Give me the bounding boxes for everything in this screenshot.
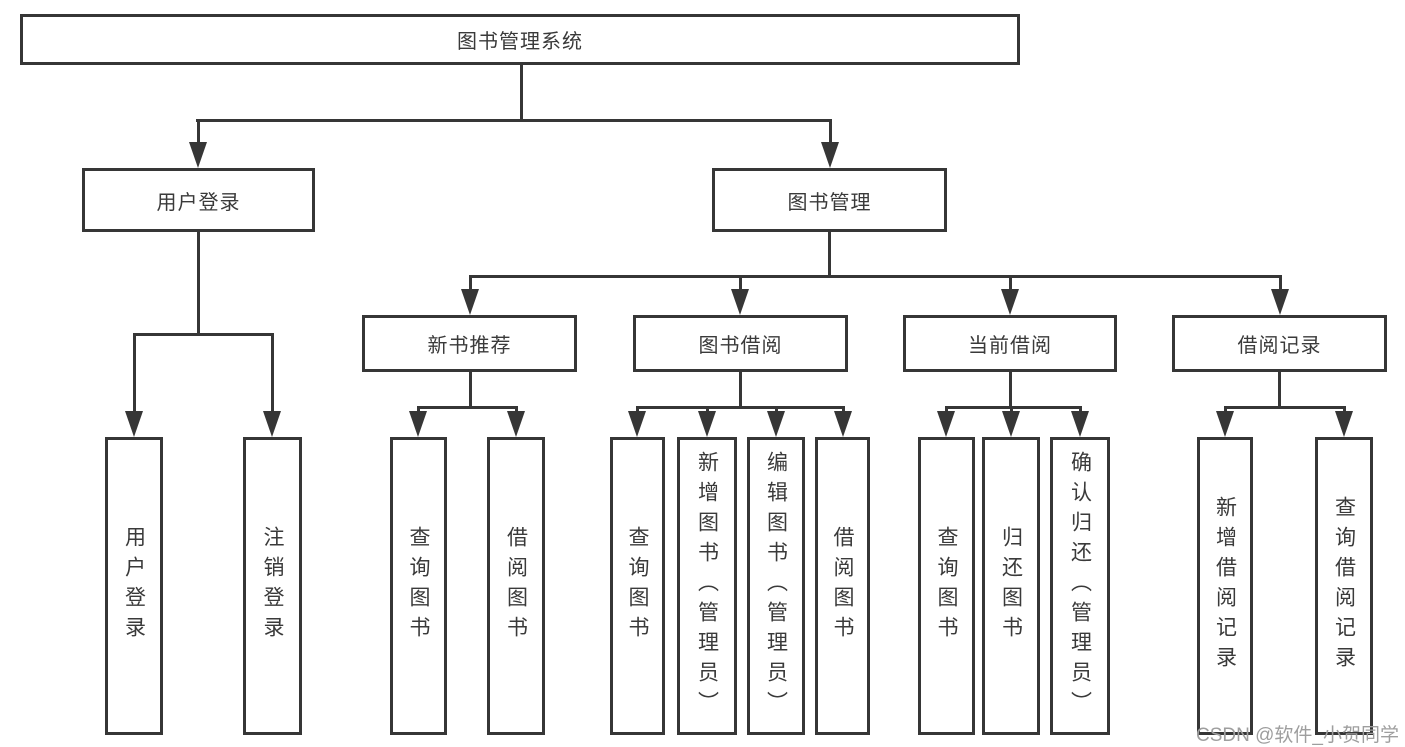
node-new-book-recommend: 新书推荐: [362, 315, 577, 372]
arrowhead-l3-4: [1271, 289, 1289, 315]
connector-level2-hline: [196, 119, 832, 122]
leaf-logout: 注销登录: [243, 437, 302, 735]
node-label: 新书推荐: [427, 335, 512, 357]
csdn-watermark: CSDN @软件_小贺同学: [1196, 725, 1399, 746]
connector-g3-hline: [636, 406, 845, 409]
connector-ul-hline: [133, 333, 274, 336]
connector-l3-drop-2: [739, 275, 742, 297]
connector-g4-stem: [1009, 369, 1012, 409]
node-book-management: 图书管理: [712, 168, 947, 232]
node-borrowing-records: 借阅记录: [1172, 315, 1387, 372]
leaf-query-books-recommend: 查询图书: [390, 437, 447, 735]
arrowhead-g5-1: [1216, 411, 1234, 437]
node-label: 借阅记录: [1237, 335, 1322, 357]
connector-l3-drop-1: [469, 275, 472, 297]
arrowhead-g3-3: [767, 411, 785, 437]
leaf-confirm-return-admin: 确认归还（管理员）: [1050, 437, 1110, 735]
node-label: 新增图书（管理员）: [695, 451, 719, 721]
node-book-borrowing: 图书借阅: [633, 315, 848, 372]
node-label: 图书借阅: [698, 335, 783, 357]
arrowhead-g3-4: [834, 411, 852, 437]
node-current-borrowing: 当前借阅: [903, 315, 1117, 372]
connector-user-login-drop: [197, 119, 200, 149]
leaf-return-books: 归还图书: [982, 437, 1040, 735]
connector-l3-drop-3: [1009, 275, 1012, 297]
connector-g4-hline: [945, 406, 1082, 409]
leaf-query-books-borrowing: 查询图书: [610, 437, 665, 735]
connector-g5-hline: [1224, 406, 1346, 409]
arrowhead-g4-2: [1002, 411, 1020, 437]
connector-book-mgmt-drop: [829, 119, 832, 149]
node-label: 注销登录: [261, 526, 284, 646]
leaf-query-borrow-record: 查询借阅记录: [1315, 437, 1373, 735]
node-label: 确认归还（管理员）: [1068, 451, 1092, 721]
connector-g2-stem: [469, 369, 472, 409]
node-label: 借阅图书: [504, 526, 528, 646]
node-label: 查询借阅记录: [1332, 496, 1356, 676]
node-label: 编辑图书（管理员）: [764, 451, 788, 721]
arrowhead-g2-2: [507, 411, 525, 437]
connector-root-stem: [520, 64, 523, 122]
node-user-login: 用户登录: [82, 168, 315, 232]
connector-ul-drop-1: [133, 333, 136, 413]
arrowhead-ul-2: [263, 411, 281, 437]
connector-level3-hline: [469, 275, 1281, 278]
leaf-user-login: 用户登录: [105, 437, 163, 735]
arrowhead-l3-2: [731, 289, 749, 315]
arrowhead-g5-2: [1335, 411, 1353, 437]
node-book-management-system: 图书管理系统: [20, 14, 1020, 65]
arrowhead-g3-1: [628, 411, 646, 437]
node-label: 查询图书: [407, 526, 430, 646]
node-label: 归还图书: [999, 526, 1023, 646]
connector-l3-drop-4: [1279, 275, 1282, 297]
leaf-add-borrow-record: 新增借阅记录: [1197, 437, 1253, 735]
node-label: 图书管理系统: [457, 31, 583, 53]
arrowhead-book-mgmt: [821, 142, 839, 168]
arrowhead-g4-3: [1071, 411, 1089, 437]
node-label: 查询图书: [626, 526, 649, 646]
node-label: 当前借阅: [968, 335, 1052, 357]
leaf-borrow-books: 借阅图书: [815, 437, 870, 735]
node-label: 查询图书: [935, 526, 958, 646]
arrowhead-ul-1: [125, 411, 143, 437]
arrowhead-g3-2: [698, 411, 716, 437]
node-label: 图书管理: [787, 191, 872, 214]
arrowhead-g2-1: [409, 411, 427, 437]
connector-g5-stem: [1278, 369, 1281, 409]
connector-ul-drop-2: [271, 333, 274, 413]
node-label: 新增借阅记录: [1213, 496, 1237, 676]
node-label: 用户登录: [122, 526, 146, 646]
arrowhead-user-login: [189, 142, 207, 168]
node-label: 借阅图书: [831, 526, 854, 646]
connector-ul-stem: [197, 229, 200, 336]
leaf-borrow-books-recommend: 借阅图书: [487, 437, 545, 735]
connector-bm-stem: [828, 229, 831, 278]
connector-g3-stem: [739, 369, 742, 409]
leaf-add-books-admin: 新增图书（管理员）: [677, 437, 737, 735]
node-label: 用户登录: [156, 191, 241, 214]
arrowhead-l3-1: [461, 289, 479, 315]
leaf-query-books-current: 查询图书: [918, 437, 975, 735]
connector-g2-hline: [417, 406, 518, 409]
arrowhead-l3-3: [1001, 289, 1019, 315]
leaf-edit-books-admin: 编辑图书（管理员）: [747, 437, 805, 735]
arrowhead-g4-1: [937, 411, 955, 437]
